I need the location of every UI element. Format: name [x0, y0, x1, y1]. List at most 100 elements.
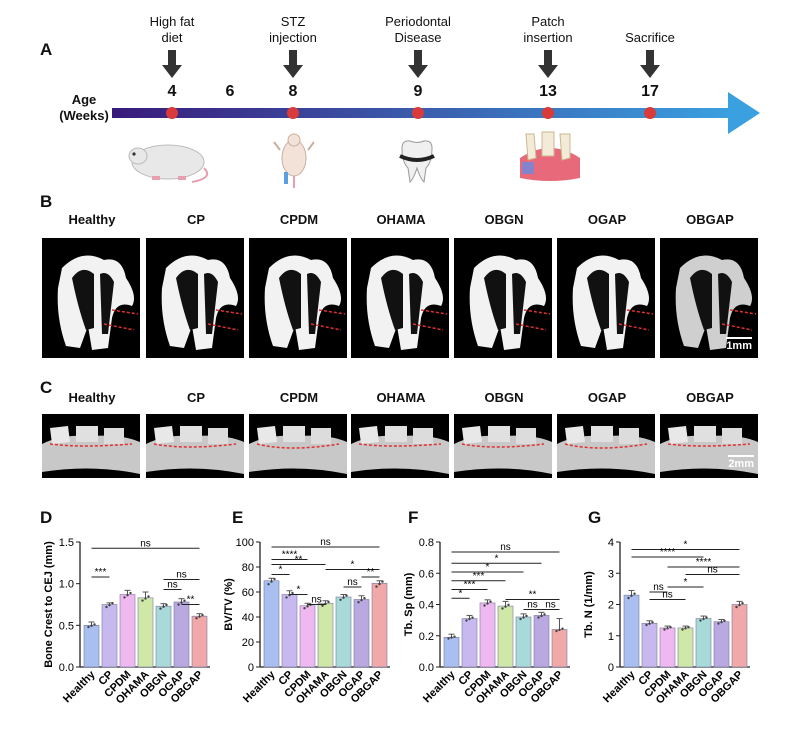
data-point [321, 604, 324, 607]
y-tick-label: 0.4 [419, 600, 434, 612]
event-label-line: Patch [531, 14, 565, 29]
bar [479, 602, 496, 668]
event-label-line: Periodontal [385, 14, 451, 29]
y-tick-label: 0 [248, 662, 254, 674]
data-point [162, 605, 165, 608]
tooth-ct-shape [366, 255, 448, 350]
bar [119, 594, 136, 668]
data-point [651, 621, 654, 624]
bar [533, 615, 550, 668]
bar [317, 602, 334, 668]
bar [353, 599, 370, 668]
group-label-b: OBGAP [686, 212, 734, 227]
significance-label: ns [707, 565, 718, 576]
bar [101, 604, 118, 668]
group-label-c: OBGAP [686, 390, 734, 405]
y-tick-label: 60 [242, 587, 254, 599]
data-point [273, 577, 276, 581]
data-point [543, 613, 546, 616]
timeline-week-number: 8 [288, 83, 298, 100]
event-label-line: insertion [523, 30, 573, 45]
ct-sagittal-image: 1mm [660, 238, 758, 358]
bar [281, 594, 298, 668]
bar [731, 604, 748, 668]
group-label-b: OBGN [484, 212, 524, 227]
data-point [483, 604, 486, 607]
data-point [555, 629, 558, 633]
bar [299, 605, 316, 668]
jaw-3d-shape [660, 426, 758, 474]
group-label-c: CPDM [279, 390, 319, 405]
y-tick-label: 2 [608, 600, 614, 612]
y-tick-label: 0.0 [419, 662, 434, 674]
bar [83, 625, 100, 668]
data-point [684, 627, 687, 630]
significance-label: * [486, 562, 490, 573]
data-point [378, 582, 381, 586]
data-point [339, 598, 342, 601]
data-point [306, 605, 309, 608]
down-arrow-icon [640, 50, 660, 78]
panel-label-b: B [40, 192, 53, 211]
data-point [465, 619, 468, 622]
tooth-ct-shape [572, 255, 654, 350]
data-point [720, 620, 723, 624]
data-point [450, 636, 453, 639]
y-tick-label: 1.0 [59, 579, 74, 591]
bar [173, 601, 190, 668]
significance-label: * [297, 585, 301, 596]
data-point [471, 616, 474, 619]
down-arrow-icon [283, 50, 303, 78]
y-tick-label: 4 [608, 537, 614, 549]
scale-bar-b: 1mm [726, 337, 752, 352]
panel-label-d: D [40, 508, 53, 527]
down-arrow-icon [538, 50, 558, 78]
data-point [87, 625, 90, 629]
x-tick-label: Healthy [241, 668, 278, 705]
significance-label: ns [347, 577, 358, 588]
data-point [486, 602, 489, 605]
timeline-week-number: 17 [641, 83, 659, 100]
bar [371, 582, 388, 668]
data-point [357, 601, 360, 604]
data-point [741, 602, 744, 605]
data-point [627, 596, 630, 600]
y-tick-label: 3 [608, 568, 614, 580]
tooth-ct-shape [161, 255, 243, 350]
data-point [159, 607, 162, 610]
data-point [285, 596, 288, 599]
data-point [735, 605, 738, 609]
y-tick-label: 1 [608, 631, 614, 643]
jaw-3d-shape [146, 426, 244, 474]
rat-injection-icon [273, 133, 315, 188]
group-label-b: OHAMA [376, 212, 426, 227]
significance-label: * [495, 553, 499, 564]
y-tick-label: 0 [608, 662, 614, 674]
significance-label: ns [311, 595, 322, 606]
data-point [270, 580, 273, 583]
significance-label: ** [187, 595, 195, 606]
significance-label: ** [295, 555, 303, 566]
rat-icon [128, 144, 208, 183]
group-label-b: CPDM [279, 212, 319, 227]
significance-label: * [279, 565, 283, 576]
timeline-dot [166, 107, 178, 119]
data-point [453, 635, 456, 638]
bar [659, 627, 676, 668]
data-point [468, 617, 471, 621]
panel-label-c: C [40, 378, 53, 397]
ct-sagittal-image [146, 238, 244, 358]
significance-label: *** [464, 580, 476, 591]
x-tick-label: Healthy [601, 668, 638, 705]
ct-3d-image [454, 414, 552, 478]
significance-label: ns [167, 580, 178, 591]
significance-label: *** [473, 571, 485, 582]
timeline-dot [644, 107, 656, 119]
data-point [705, 616, 708, 619]
bar [695, 618, 712, 668]
event-label-line: STZ [280, 14, 306, 29]
data-point [501, 607, 504, 610]
panel-label-g: G [588, 508, 602, 527]
bar [335, 596, 352, 668]
